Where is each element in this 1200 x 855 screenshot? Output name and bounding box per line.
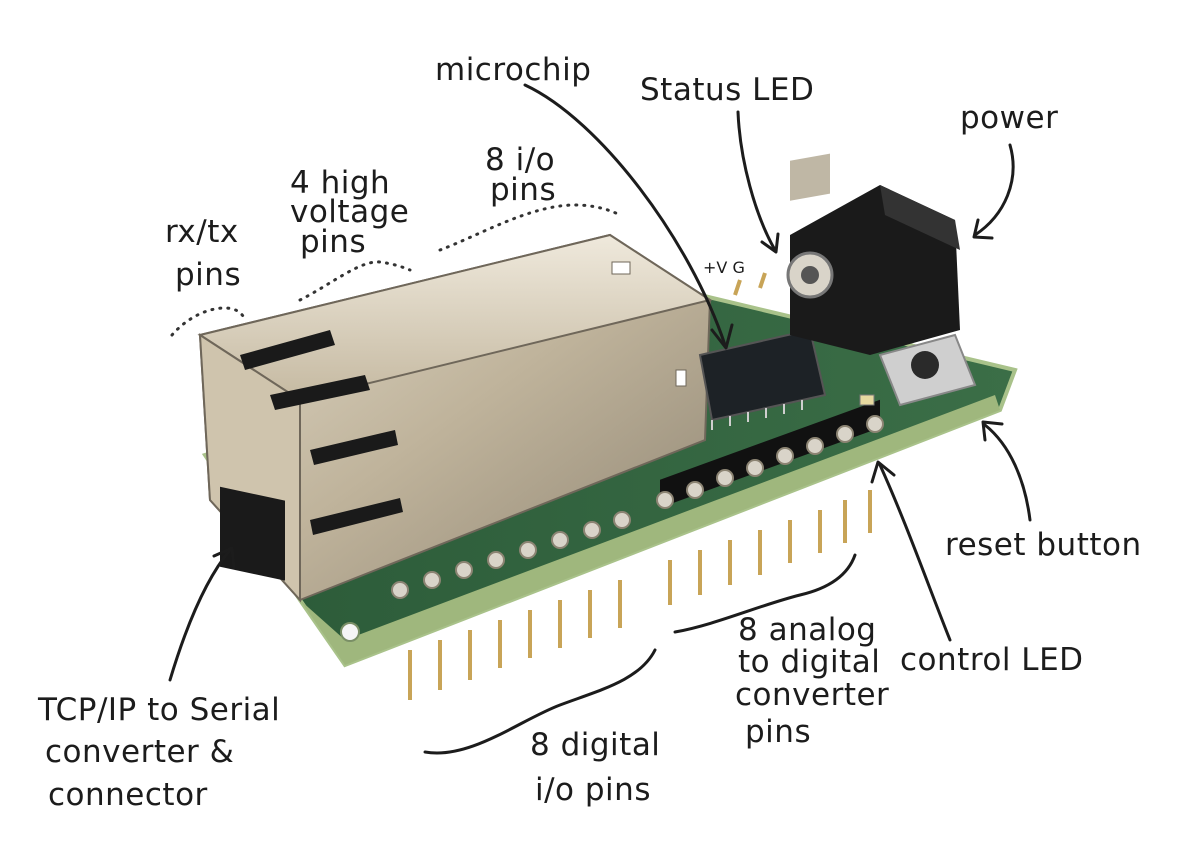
label-rxtx-line1: rx/tx [165, 214, 239, 250]
arrowhead-reset-button [981, 420, 1004, 442]
label-status-led: Status LED [640, 72, 814, 108]
ethernet-jack [197, 233, 713, 603]
arrowhead-tcp [212, 546, 236, 570]
label-high-voltage-line2: voltage [290, 194, 409, 230]
status-led-part [733, 272, 767, 296]
label-control-led: control LED [900, 642, 1084, 678]
label-high-voltage-line3: pins [300, 224, 366, 260]
pcb-edge [300, 395, 1000, 665]
control-led-part [859, 394, 875, 406]
label-digital-line2: i/o pins [535, 772, 651, 808]
label-tcp-line2: converter & [45, 734, 234, 770]
dots-io-pins [438, 203, 622, 252]
label-reset-button: reset button [945, 527, 1142, 563]
board-silkscreen: +V G [703, 258, 745, 277]
arrowhead-control-led [870, 460, 896, 484]
microchip-ic [698, 328, 827, 430]
label-high-voltage-line1: 4 high [290, 165, 390, 201]
label-tcp-line3: connector [48, 777, 208, 813]
label-io-pins-line1: 8 i/o [485, 142, 555, 178]
arrow-reset-button [983, 423, 1032, 522]
arrowhead-status-led [760, 232, 780, 254]
power-jack [786, 153, 960, 355]
arrow-microchip [523, 83, 727, 347]
label-analog-line2: to digital [738, 644, 880, 680]
reset-button-part [878, 333, 977, 407]
label-analog-line1: 8 analog [738, 612, 876, 648]
microcontroller-board: +V G [197, 153, 1018, 700]
arrow-status-led [736, 110, 777, 252]
arrow-control-led [878, 463, 952, 642]
arrow-tcp [168, 548, 232, 682]
label-power: power [960, 100, 1058, 136]
arrowhead-microchip [710, 323, 734, 350]
label-microchip: microchip [435, 52, 591, 88]
arrowhead-power [972, 218, 994, 240]
label-io-pins-line2: pins [490, 172, 556, 208]
front-header-pins [408, 490, 872, 700]
label-analog-line3: converter [735, 677, 889, 713]
label-rxtx-line2: pins [175, 257, 241, 293]
top-solder-joints [391, 415, 884, 599]
arrow-power [973, 143, 1015, 237]
dots-high-voltage [298, 260, 412, 302]
label-analog-line4: pins [745, 714, 811, 750]
label-tcp-line1: TCP/IP to Serial [37, 692, 280, 728]
dots-rxtx [170, 306, 245, 337]
brace-analog [673, 553, 857, 634]
brace-digital [423, 648, 657, 755]
header-base-right [660, 399, 880, 508]
label-digital-line1: 8 digital [530, 727, 660, 763]
mounting-hole [340, 622, 360, 642]
